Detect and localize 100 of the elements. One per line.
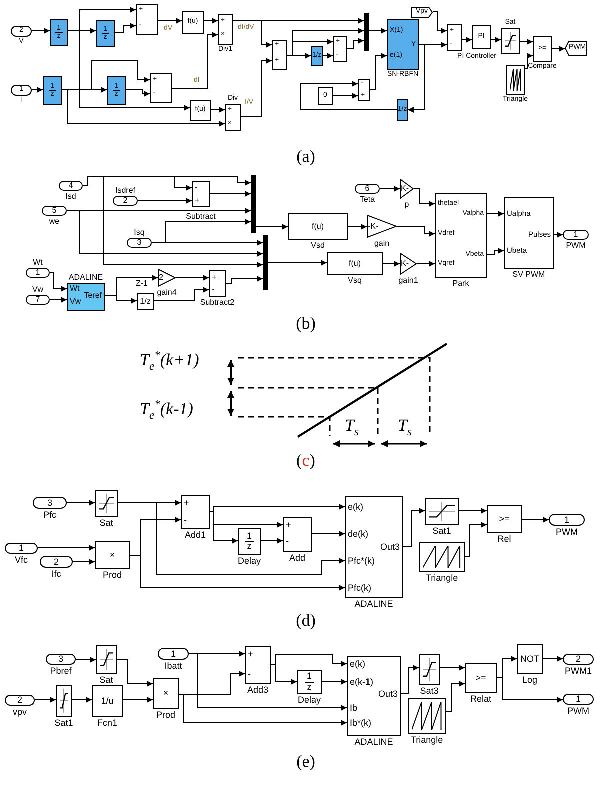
signal-line	[542, 656, 564, 662]
block-name: ADALINE	[354, 737, 394, 748]
signal-line	[370, 53, 388, 90]
outport-block	[563, 654, 594, 665]
block-name: Sat1	[432, 526, 452, 536]
gain-value: K-	[401, 259, 409, 269]
inport-block	[11, 26, 32, 37]
unit-delay-block	[297, 670, 322, 694]
block-name: gain4	[157, 288, 177, 298]
signal-line	[396, 226, 436, 237]
inport-block	[42, 206, 67, 216]
level-label: T$_{e}$$^{*}$(k-1)	[140, 398, 194, 423]
block-name: Add3	[247, 685, 269, 696]
block-name: p	[404, 200, 410, 210]
port-name: Pbref	[50, 666, 72, 676]
signal-line	[300, 81, 398, 110]
signal-line	[400, 665, 420, 694]
subsystem-block	[387, 19, 419, 70]
block-name: Add1	[184, 530, 206, 540]
product-block	[95, 541, 130, 569]
sign-symbol: -	[212, 285, 215, 295]
block-name: Delay	[298, 695, 321, 706]
signal-line	[72, 697, 92, 703]
block-name: Sat	[100, 675, 114, 686]
sum-block	[181, 495, 210, 529]
block-name: Delay	[238, 556, 261, 566]
signal-line	[402, 508, 426, 548]
sign-symbol: +	[212, 273, 217, 283]
numerator: 1	[304, 672, 314, 682]
signal-line	[176, 275, 210, 281]
saturation-block	[56, 685, 72, 717]
panel-caption: (d)	[296, 611, 316, 631]
inport-block	[11, 85, 32, 96]
block-name: Subtract2	[200, 298, 235, 308]
block-name: Triangle	[426, 573, 458, 584]
relational-operator-block	[533, 36, 552, 62]
inport-block	[59, 181, 83, 191]
sign-symbol: +	[184, 498, 190, 508]
signal-line	[382, 261, 400, 267]
sign-symbol: -	[195, 183, 198, 193]
block-name: gain1	[398, 276, 418, 286]
port-label: Vw	[70, 297, 82, 307]
port-number: 7	[36, 295, 40, 305]
signal-line	[154, 287, 210, 302]
subsystem-block	[504, 197, 554, 269]
inport-block	[5, 695, 35, 706]
subsystem-block	[345, 496, 403, 598]
port-name: PWM1	[565, 666, 592, 676]
saturation-block	[425, 498, 459, 525]
port-number: 1	[170, 648, 176, 660]
signal-line	[32, 28, 50, 34]
sign-symbol: +	[248, 648, 254, 660]
signal-line	[66, 500, 96, 506]
sum-block	[245, 646, 271, 684]
sum-block	[283, 517, 312, 552]
signal-line	[66, 210, 264, 257]
outport-block	[563, 694, 594, 705]
transfer-function: 1/z	[140, 296, 151, 306]
port-number: 1	[576, 694, 581, 705]
function-expression: f(u)	[312, 222, 324, 232]
signal-line	[270, 664, 298, 685]
port-name: Isq	[134, 228, 145, 237]
block-name: Sat1	[54, 718, 74, 728]
port-number: 5	[52, 206, 57, 216]
signal-line	[122, 697, 154, 703]
block-name: Add	[290, 553, 306, 564]
unit-delay-block	[238, 528, 261, 555]
signal-line	[232, 20, 272, 48]
signal-line	[204, 18, 218, 24]
port-label: e(k)	[350, 658, 366, 670]
port-name: Vw	[32, 284, 44, 294]
denominator: z	[246, 542, 253, 552]
signal-line	[188, 654, 348, 711]
port-name: Wt	[33, 258, 43, 267]
panel-caption: (a)	[296, 147, 316, 167]
block-name: Park	[452, 279, 470, 288]
port-label: Out3	[380, 542, 400, 552]
function-block	[327, 252, 383, 275]
sum-block	[150, 73, 172, 103]
sum-block	[447, 24, 462, 51]
signal-line	[240, 58, 272, 118]
signal-line	[158, 18, 182, 24]
port-name: Vfc	[15, 555, 28, 566]
signal-line	[72, 559, 96, 565]
block-name: gain	[374, 239, 390, 248]
saturation-block	[95, 490, 118, 517]
signal-line	[138, 198, 192, 204]
gain-value: K-	[401, 184, 409, 194]
signal-line	[522, 517, 550, 523]
function-block	[288, 213, 348, 240]
gain-value: -K-	[368, 222, 379, 232]
port-number: 3	[58, 654, 64, 665]
port-label: Pfc*(k)	[348, 556, 375, 566]
signal-line	[416, 261, 436, 267]
inport-block	[113, 196, 138, 206]
signal-line	[172, 32, 218, 90]
operator-symbol: >=	[476, 672, 486, 684]
signal-line	[68, 30, 190, 111]
signal-line	[38, 545, 96, 551]
signal-line	[226, 276, 264, 284]
